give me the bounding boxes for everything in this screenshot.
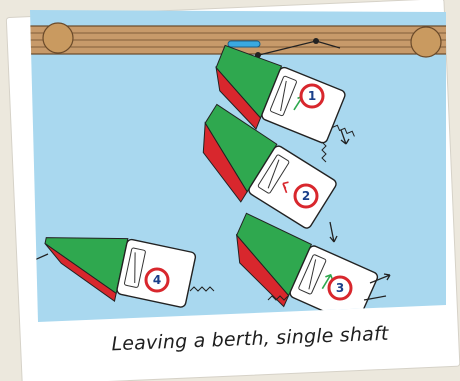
step-1-label: 1: [308, 89, 316, 103]
piling-left: [42, 22, 74, 54]
prop-wash-4: [189, 286, 215, 292]
pier: [30, 22, 446, 58]
fender: [227, 40, 261, 48]
arrow-2-down: [329, 221, 338, 243]
step-4-badge: 4: [144, 267, 170, 293]
piling-right: [410, 26, 442, 58]
prop-wash-2: [321, 141, 327, 163]
step-3-label: 3: [336, 281, 344, 295]
step-4-label: 4: [153, 273, 161, 287]
step-2-label: 2: [302, 189, 310, 203]
boat-2: [202, 103, 337, 229]
prop-wash-3: [267, 295, 289, 301]
step-3-badge: 3: [327, 275, 353, 301]
step-1-badge: 1: [299, 83, 325, 109]
arrow-3-forward: [369, 273, 391, 284]
arrow-1-down: [340, 129, 350, 145]
step-2-badge: 2: [293, 183, 319, 209]
